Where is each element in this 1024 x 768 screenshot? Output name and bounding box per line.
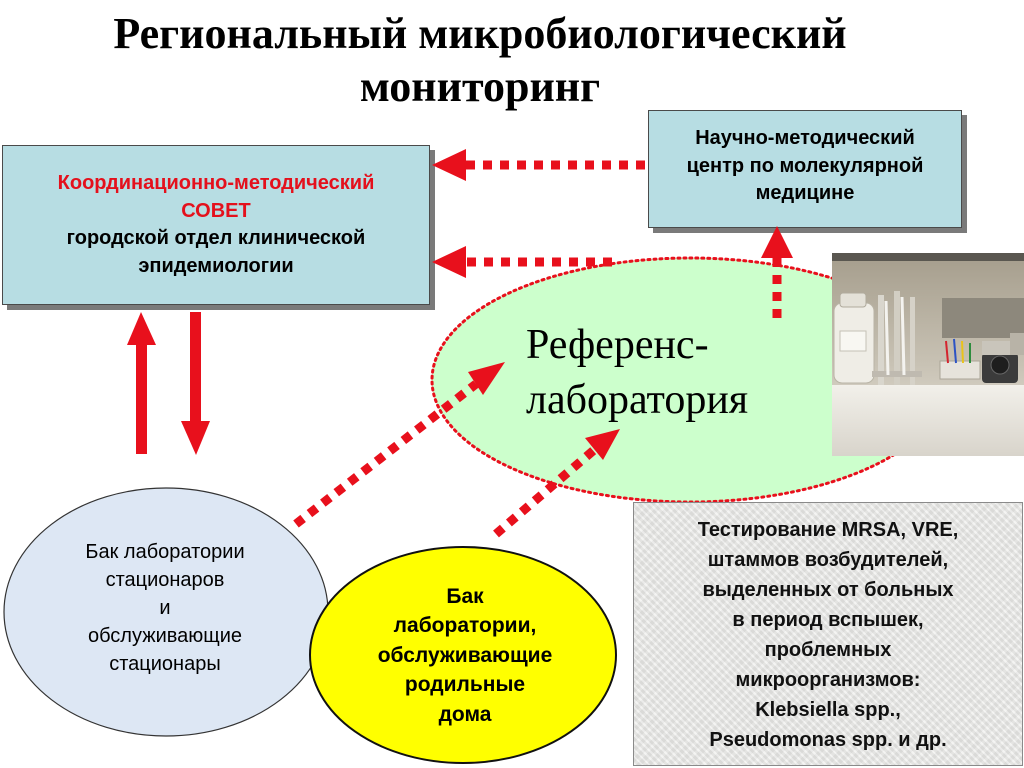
testing-line-1: Тестирование MRSA, VRE, [697,519,959,541]
council-line-4: эпидемиологии [138,254,294,277]
testing-line-6: микроорганизмов: [735,669,921,691]
testing-line-8: Pseudomonas spp. и др. [709,729,947,751]
hospital-labs-line-2: стационаров [105,569,225,591]
council-line-2: СОВЕТ [181,199,251,222]
arrowhead-hospital-to-reflab [468,362,505,395]
reference-lab-label: Референс- лаборатория [526,318,748,427]
testing-line-2: штаммов возбудителей, [707,549,949,571]
testing-line-5: проблемных [764,639,892,661]
arrowhead-maternity-to-reflab [585,429,620,460]
dotted-arrow-maternity-to-reflab [493,446,597,538]
testing-line-4: в период вспышек, [732,609,924,631]
maternity-labs-line-4: родильные [404,673,526,697]
maternity-labs-line-5: дома [438,702,492,726]
arrowhead-reflab-to-council [432,246,466,278]
laboratory-photo [832,253,1024,456]
maternity-labs-label: Бак лаборатории, обслуживающие родильные… [330,582,600,729]
testing-info-box: Тестирование MRSA, VRE, штаммов возбудит… [633,502,1023,766]
reference-lab-line-2: лаборатория [526,376,749,423]
arrowhead-center-to-council [432,149,466,181]
hospital-labs-line-3: и [159,597,171,619]
council-line-1: Координационно-методический [57,172,375,194]
maternity-labs-ellipse [309,546,617,764]
hospital-labs-line-1: Бак лаборатории [85,541,245,563]
science-center-line-1: Научно-методический [695,127,915,149]
arrowhead-reflab-to-center [761,226,793,258]
dotted-arrow-hospital-to-reflab [293,380,479,528]
arrow-down-shaft [190,312,201,424]
arrow-up-head [127,312,156,345]
hospital-labs-label: Бак лаборатории стационаров и обслуживаю… [30,538,300,678]
maternity-labs-line-1: Бак [446,585,484,608]
council-line-3: городской отдел клинической [66,227,366,250]
title-line-1: Региональный микробиологический [113,9,847,58]
testing-line-3: выделенных от больных [702,579,954,601]
science-center-line-3: медицине [755,182,855,205]
maternity-labs-line-3: обслуживающие [377,643,553,667]
arrow-up-shaft [136,342,147,454]
science-center-line-2: центр по молекулярной [686,154,924,177]
slide-title: Региональный микробиологический монитори… [0,8,960,114]
title-line-2: мониторинг [359,61,601,111]
hospital-labs-line-5: стационары [109,653,221,675]
testing-line-7: Klebsiella spp., [755,699,901,721]
science-center-box: Научно-методический центр по молекулярно… [648,110,962,228]
arrow-down-head [181,421,210,455]
maternity-labs-line-2: лаборатории, [393,614,537,638]
reference-lab-line-1: Референс- [526,322,709,368]
hospital-labs-line-4: обслуживающие [87,625,243,647]
coordination-council-box: Координационно-методический СОВЕТ городс… [2,145,430,305]
